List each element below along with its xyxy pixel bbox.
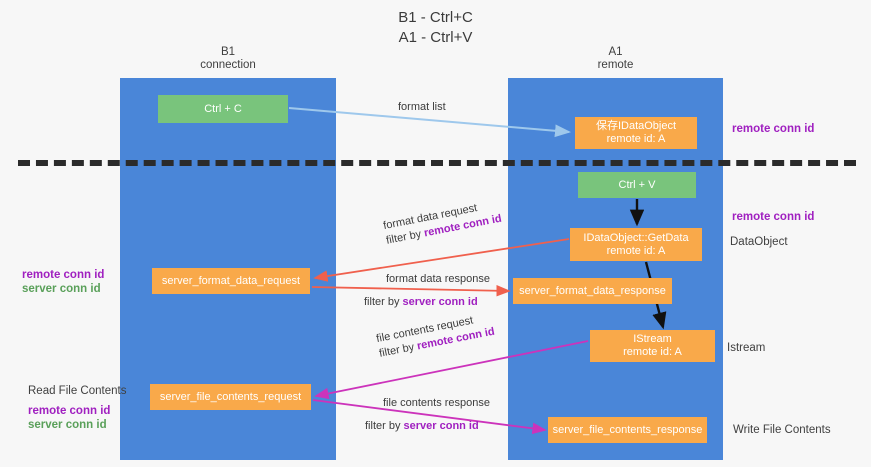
note-read-file-contents-group: Read File Contents remote conn id server… bbox=[28, 384, 126, 432]
node-ctrl-c-label: Ctrl + C bbox=[204, 102, 242, 115]
node-ctrl-v-label: Ctrl + V bbox=[618, 178, 656, 191]
note-conn-id-pair-bottom-server: server conn id bbox=[28, 419, 107, 431]
node-istream-label: IStream bbox=[633, 333, 672, 345]
note-remote-conn-id-mid: remote conn id bbox=[732, 211, 815, 223]
node-server-file-contents-request-label: server_file_contents_request bbox=[159, 390, 302, 403]
node-idataobject-getdata-label: IDataObject::GetData bbox=[583, 231, 689, 244]
node-store-idataobject-remote-id: remote id: A bbox=[606, 133, 666, 145]
edge-label-file-contents-request: file contents request filter by remote c… bbox=[375, 310, 496, 362]
note-dataobject: DataObject bbox=[730, 236, 788, 248]
note-conn-id-pair-top: remote conn id server conn id bbox=[22, 268, 104, 296]
note-conn-id-pair-top-server: server conn id bbox=[22, 283, 101, 295]
edge-label-format-data-response-line1: format data response bbox=[386, 273, 490, 285]
node-idataobject-getdata[interactable]: IDataObject::GetData remote id: A bbox=[570, 228, 702, 261]
note-istream: Istream bbox=[727, 342, 766, 354]
edge-label-file-contents-response-line1: file contents response bbox=[383, 397, 491, 409]
node-store-idataobject-label: 保存IDataObject bbox=[595, 120, 677, 132]
edge-label-format-list-text: format list bbox=[398, 101, 446, 113]
page-title: B1 - Ctrl+C A1 - Ctrl+V bbox=[398, 9, 473, 46]
node-idataobject-getdata-remote-id: remote id: A bbox=[606, 244, 666, 257]
edge-label-format-data-response-prefix: filter by bbox=[364, 296, 403, 308]
node-server-file-contents-response[interactable]: server_file_contents_response bbox=[548, 417, 707, 443]
node-server-format-data-response-label: server_format_data_response bbox=[519, 284, 666, 297]
node-ctrl-v[interactable]: Ctrl + V bbox=[578, 172, 696, 198]
edge-label-format-data-request: format data request filter by remote con… bbox=[382, 197, 503, 249]
edge-label-file-contents-response-prefix: filter by bbox=[365, 420, 404, 432]
note-write-file-contents: Write File Contents bbox=[733, 424, 831, 436]
node-server-format-data-request-label: server_format_data_request bbox=[161, 274, 301, 287]
swimlane-header-b1: B1 connection bbox=[200, 46, 256, 71]
edge-label-file-contents-response-highlight: server conn id bbox=[403, 420, 479, 432]
note-read-file-contents: Read File Contents bbox=[28, 385, 127, 397]
node-istream[interactable]: IStream remote id: A bbox=[590, 330, 715, 362]
note-conn-id-pair-bottom-remote: remote conn id bbox=[28, 405, 111, 417]
note-remote-conn-id-top: remote conn id bbox=[732, 123, 815, 135]
phase-divider bbox=[18, 160, 856, 166]
edge-label-format-data-response: format data response filter by server co… bbox=[364, 272, 490, 310]
node-server-file-contents-response-label: server_file_contents_response bbox=[552, 423, 703, 436]
edge-label-file-contents-response: file contents response filter by server … bbox=[365, 396, 491, 434]
node-server-format-data-request[interactable]: server_format_data_request bbox=[152, 268, 310, 294]
node-server-format-data-response[interactable]: server_format_data_response bbox=[513, 278, 672, 304]
node-istream-remote-id: remote id: A bbox=[623, 346, 682, 358]
node-store-idataobject[interactable]: 保存IDataObject remote id: A bbox=[575, 117, 697, 149]
swimlane-header-a1: A1 remote bbox=[597, 46, 634, 71]
node-ctrl-c[interactable]: Ctrl + C bbox=[158, 95, 288, 123]
edge-label-format-list: format list bbox=[398, 100, 446, 115]
node-server-file-contents-request[interactable]: server_file_contents_request bbox=[150, 384, 311, 410]
note-conn-id-pair-top-remote: remote conn id bbox=[22, 269, 105, 281]
edge-label-format-data-response-highlight: server conn id bbox=[402, 296, 478, 308]
